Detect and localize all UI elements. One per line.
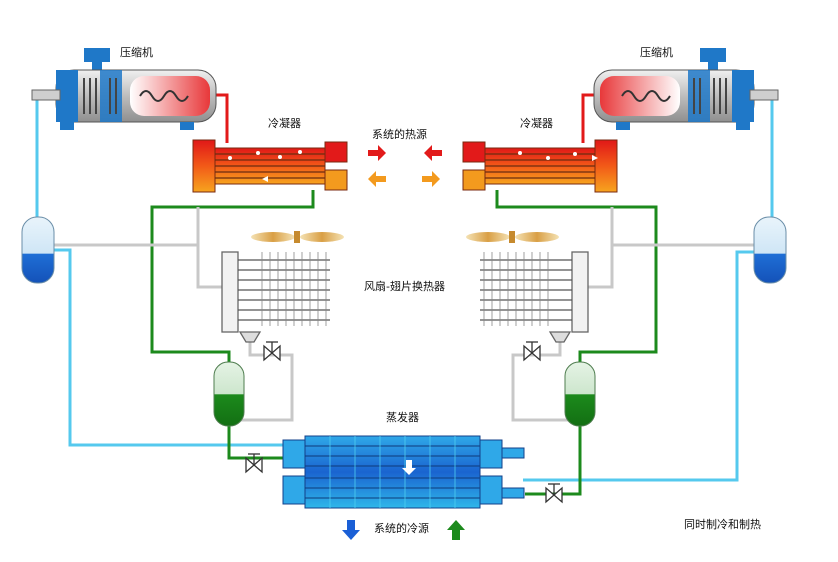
condenser-left-label: 冷凝器 <box>268 117 301 130</box>
receiver-vessel-right <box>753 216 787 284</box>
cyan-pipe-right <box>523 98 774 482</box>
fan-right <box>466 231 559 243</box>
green-receiver-left <box>213 361 245 427</box>
expansion-valve-right-lower <box>545 483 563 504</box>
condenser-left <box>192 139 348 193</box>
receiver-vessel-left <box>21 216 55 284</box>
fin-coil-left <box>221 251 330 343</box>
compressor-right-label: 压缩机 <box>640 46 673 59</box>
green-pipe-left <box>150 190 315 460</box>
green-pipe-right <box>495 190 658 496</box>
cold-out-arrow <box>342 520 360 540</box>
green-receiver-right <box>564 361 596 427</box>
caption: 同时制冷和制热 <box>684 518 761 531</box>
fin-coil-label: 风扇-翅片换热器 <box>364 280 445 293</box>
expansion-valve-right-upper <box>523 341 541 362</box>
evaporator-label: 蒸发器 <box>386 411 419 424</box>
cold-source-label: 系统的冷源 <box>374 522 429 535</box>
expansion-valve-left-lower <box>245 453 263 474</box>
fin-coil-right <box>480 251 589 343</box>
heat-return-arrow-right <box>422 171 440 187</box>
evaporator <box>282 435 525 509</box>
heat-source-label: 系统的热源 <box>372 128 427 141</box>
compressor-left-label: 压缩机 <box>120 46 153 59</box>
fan-left <box>251 231 344 243</box>
compressor-left <box>31 48 217 130</box>
gray-pipe-left <box>40 207 294 422</box>
gray-pipe-right <box>511 207 769 422</box>
cyan-pipe-left <box>35 98 283 447</box>
condenser-right-label: 冷凝器 <box>520 117 553 130</box>
heat-out-arrow-right <box>424 145 442 161</box>
heat-return-arrow-left <box>368 171 386 187</box>
expansion-valve-left-upper <box>263 341 281 362</box>
condenser-right <box>462 139 618 193</box>
heat-out-arrow-left <box>368 145 386 161</box>
cold-return-arrow <box>447 520 465 540</box>
compressor-right <box>593 48 779 130</box>
